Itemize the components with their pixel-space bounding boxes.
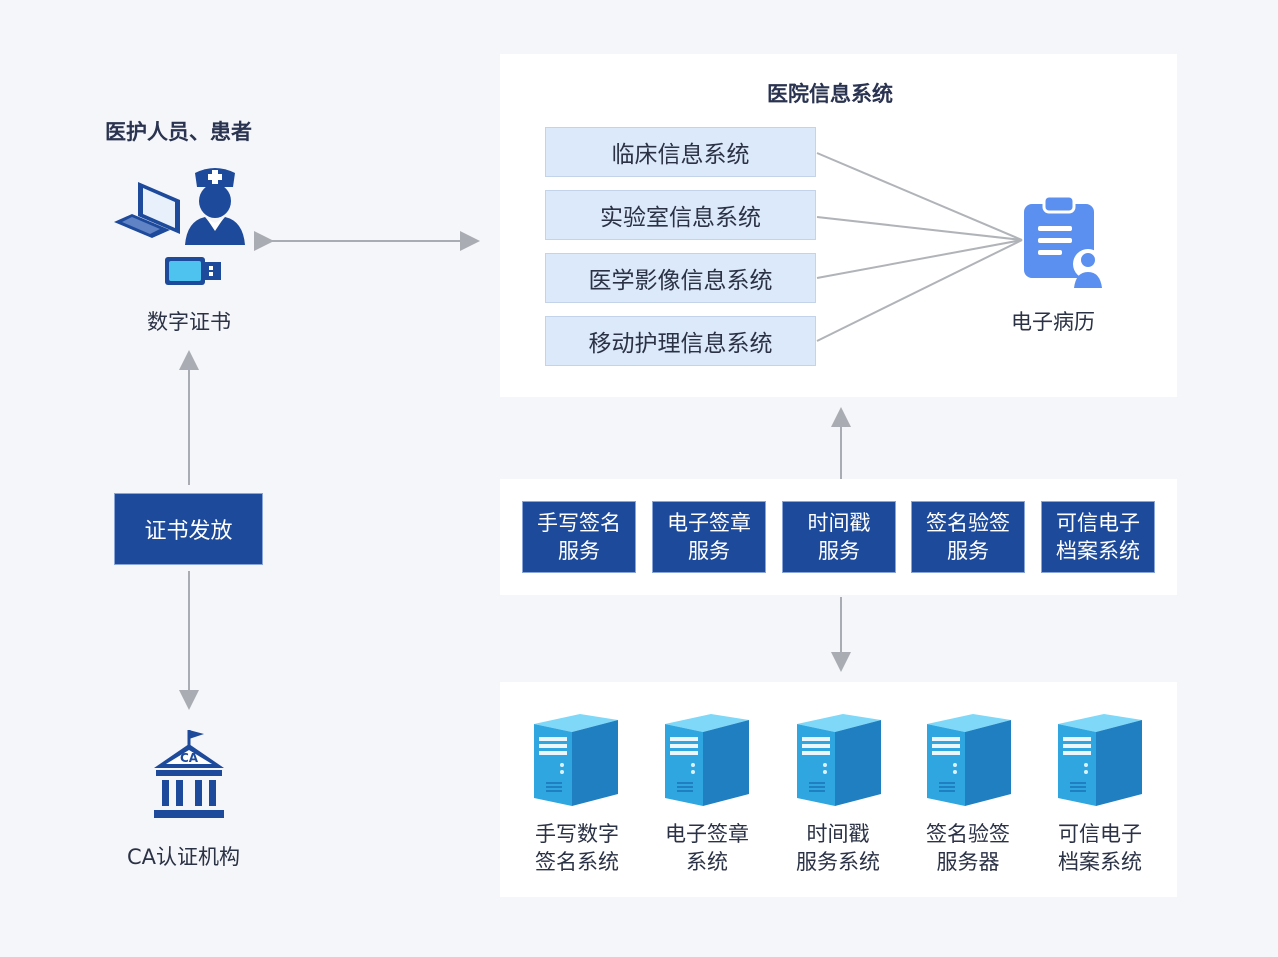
ca-label: CA认证机构 xyxy=(127,845,241,869)
service-box: 时间戳服务 xyxy=(782,501,896,573)
cert-issue-box: 证书发放 xyxy=(114,493,263,565)
his-title: 医院信息系统 xyxy=(767,82,893,106)
nurse-icon xyxy=(185,168,245,245)
service-box: 电子签章服务 xyxy=(652,501,766,573)
line-sys3-emr xyxy=(816,239,1023,279)
medical-record-icon xyxy=(1024,194,1103,288)
line-sys4-emr xyxy=(816,239,1023,342)
usb-key-icon xyxy=(165,257,221,285)
his-system-item: 移动护理信息系统 xyxy=(545,316,816,366)
computer-icon xyxy=(114,182,180,238)
server-icon xyxy=(797,714,881,806)
user-group-title: 医护人员、患者 xyxy=(105,120,252,144)
server-label: 签名验签服务器 xyxy=(926,822,1010,874)
ca-badge-text: CA xyxy=(180,751,199,765)
server-icon xyxy=(1058,714,1142,806)
service-box: 签名验签服务 xyxy=(911,501,1025,573)
line-sys1-emr xyxy=(816,152,1023,241)
server-label: 可信电子档案系统 xyxy=(1058,822,1142,874)
emr-label: 电子病历 xyxy=(1011,310,1095,334)
ca-building-icon: CA xyxy=(154,730,224,818)
service-box: 可信电子档案系统 xyxy=(1041,501,1155,573)
server-icon xyxy=(665,714,749,806)
digital-cert-label: 数字证书 xyxy=(147,310,231,334)
his-system-item: 医学影像信息系统 xyxy=(545,253,816,303)
server-label: 电子签章系统 xyxy=(665,822,749,874)
line-sys2-emr xyxy=(816,216,1023,241)
server-label: 时间戳服务系统 xyxy=(796,822,880,874)
service-box: 手写签名服务 xyxy=(522,501,636,573)
cert-issue-label: 证书发放 xyxy=(144,519,233,544)
server-icon xyxy=(534,714,618,806)
his-system-item: 实验室信息系统 xyxy=(545,190,816,240)
server-icon xyxy=(927,714,1011,806)
his-system-item: 临床信息系统 xyxy=(545,127,816,177)
server-label: 手写数字签名系统 xyxy=(535,822,619,874)
